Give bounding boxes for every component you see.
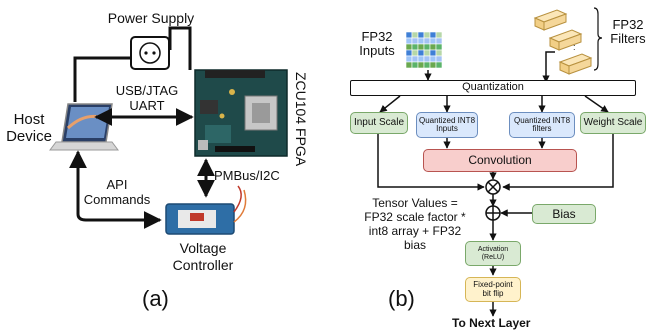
api-commands-label: API Commands (83, 177, 151, 207)
grid-cell (417, 49, 425, 57)
grid-cell (411, 61, 419, 69)
power-supply-label: Power Supply (107, 10, 195, 26)
next-layer-label: To Next Layer (452, 316, 531, 330)
grid-cell (423, 43, 431, 51)
quantized-filters-box: Quantized INT8 filters (509, 112, 575, 138)
grid-cell (435, 31, 443, 39)
grid-cell (417, 37, 425, 45)
fp32-filters-icon (533, 7, 603, 75)
grid-cell (417, 31, 425, 39)
grid-cell (429, 31, 437, 39)
arrow-q-to-input-scale (379, 95, 401, 113)
host-device-label: Host Device (6, 111, 52, 146)
filters-ellipsis: : (573, 42, 576, 52)
usb-jtag-label: USB/JTAG UART (115, 83, 179, 113)
quantized-inputs-box: Quantized INT8 Inputs (416, 112, 478, 138)
voltage-controller-image (165, 185, 247, 235)
api-commands-arrow (69, 150, 162, 229)
grid-cell (435, 49, 443, 57)
grid-cell (417, 43, 425, 51)
grid-cell (417, 55, 425, 63)
power-cable-fpga (168, 26, 192, 70)
grid-cell (429, 37, 437, 45)
arrow-input-scale-to-multiply (377, 134, 485, 191)
grid-cell (429, 61, 437, 69)
grid-cell (435, 55, 443, 63)
fp32-input-grid-icon (405, 31, 443, 69)
arrow-weight-scale-to-multiply (502, 134, 614, 191)
input-scale-box: Input Scale (350, 112, 408, 134)
weight-scale-box: Weight Scale (580, 112, 646, 134)
activation-box: Activation (ReLU) (465, 241, 521, 266)
grid-cell (423, 37, 431, 45)
grid-cell (417, 61, 425, 69)
power-socket-icon (130, 36, 170, 70)
grid-cell (405, 49, 413, 57)
arrow-filters-to-quantization (542, 51, 555, 83)
bitflip-box: Fixed-point bit flip (465, 277, 521, 302)
grid-cell (423, 55, 431, 63)
fpga-board-image (194, 69, 288, 157)
grid-cell (405, 43, 413, 51)
grid-cell (429, 43, 437, 51)
tensor-values-annotation: Tensor Values = FP32 scale factor * int8… (364, 196, 466, 253)
grid-cell (435, 61, 443, 69)
grid-cell (429, 49, 437, 57)
grid-cell (429, 55, 437, 63)
voltage-controller-label: Voltage Controller (172, 240, 234, 273)
grid-cell (405, 61, 413, 69)
grid-cell (411, 31, 419, 39)
grid-cell (435, 43, 443, 51)
grid-cell (411, 49, 419, 57)
grid-cell (435, 37, 443, 45)
panel-b-label: (b) (388, 286, 415, 311)
arrow-q-to-weight-scale (584, 95, 609, 113)
fp32-inputs-label: FP32 Inputs (359, 29, 395, 59)
bias-box: Bias (532, 204, 596, 224)
grid-cell (411, 43, 419, 51)
panel-a-label: (a) (142, 286, 169, 311)
quantization-box: Quantization (350, 80, 636, 96)
grid-cell (411, 55, 419, 63)
pmbus-label: PMBus/I2C (214, 168, 280, 183)
grid-cell (411, 37, 419, 45)
grid-cell (405, 55, 413, 63)
power-cable (73, 56, 130, 102)
grid-cell (423, 31, 431, 39)
grid-cell (423, 61, 431, 69)
add-symbol (485, 205, 501, 221)
grid-cell (405, 37, 413, 45)
fp32-filters-label: FP32 Filters (610, 17, 646, 47)
convolution-box: Convolution (423, 149, 577, 172)
grid-cell (423, 49, 431, 57)
grid-cell (405, 31, 413, 39)
multiply-symbol (485, 179, 501, 195)
fpga-label: ZCU104 FPGA (293, 72, 309, 167)
